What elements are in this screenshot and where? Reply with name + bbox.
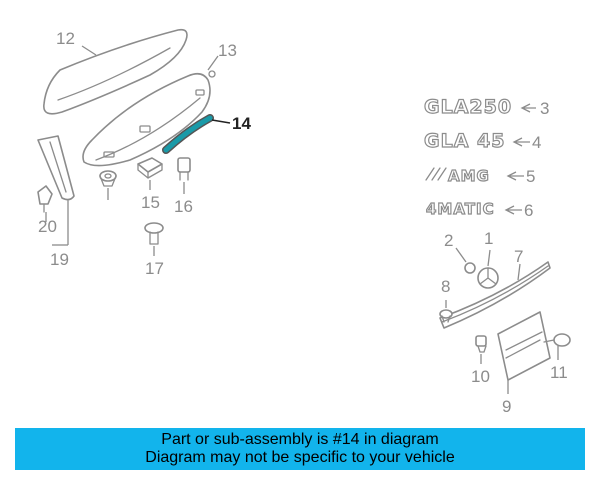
- callout-16: 16: [174, 197, 193, 216]
- banner-line-1: Part or sub-assembly is #14 in diagram: [161, 431, 439, 448]
- callout-15: 15: [141, 193, 160, 212]
- info-banner: Part or sub-assembly is #14 in diagram D…: [15, 428, 585, 470]
- callout-2: 2: [444, 231, 453, 250]
- part-11-bolt: [543, 333, 571, 347]
- callout-11: 11: [550, 363, 568, 382]
- callout-8: 8: [441, 277, 450, 296]
- part-20-clip: [37, 185, 53, 213]
- callout-1: 1: [484, 229, 493, 248]
- part-3-emblem-gla250: GLA250: [423, 95, 512, 118]
- svg-text:GLA 45: GLA 45: [424, 130, 505, 152]
- part-4-emblem-gla45: GLA 45: [423, 129, 505, 152]
- callout-20: 20: [38, 217, 57, 236]
- callout-14: 14: [232, 114, 251, 133]
- part-14-seal-strip: [162, 114, 214, 154]
- part-12-spoiler: [43, 28, 188, 115]
- part-19-pillar-trim: [37, 135, 75, 201]
- callout-13: 13: [218, 41, 237, 60]
- part-17-push-clip: [144, 222, 164, 245]
- parts-diagram: 12 13 14 19 20 1: [37, 28, 571, 416]
- callout-19: 19: [50, 250, 69, 269]
- banner-line-2: Diagram may not be specific to your vehi…: [145, 449, 455, 466]
- svg-text:AMG: AMG: [448, 167, 490, 185]
- part-5-emblem-amg: AMG: [425, 166, 490, 186]
- part-16-retainer: [177, 157, 191, 181]
- callout-10: 10: [471, 367, 490, 386]
- callout-4: 4: [532, 133, 541, 152]
- callout-5: 5: [526, 167, 535, 186]
- callout-7: 7: [514, 247, 523, 266]
- part-8-clip: [439, 309, 453, 323]
- part-18-grommet: [99, 170, 117, 187]
- svg-text:4MATIC: 4MATIC: [426, 200, 495, 218]
- part-9-license-bracket: [497, 311, 551, 381]
- callout-17: 17: [145, 259, 164, 278]
- callout-9: 9: [502, 397, 511, 416]
- part-6-emblem-4matic: 4MATIC: [425, 199, 495, 218]
- part-13-trim-panel: [82, 70, 216, 167]
- svg-text:GLA250: GLA250: [424, 96, 512, 118]
- part-1-star-emblem: [477, 267, 499, 289]
- callout-12: 12: [56, 29, 75, 48]
- part-7-trim-strip: [439, 261, 551, 329]
- callout-3: 3: [540, 99, 549, 118]
- part-10-screw: [475, 335, 487, 353]
- part-15-nut: [137, 157, 163, 179]
- part-2-nut: [464, 262, 476, 274]
- callout-6: 6: [524, 201, 533, 220]
